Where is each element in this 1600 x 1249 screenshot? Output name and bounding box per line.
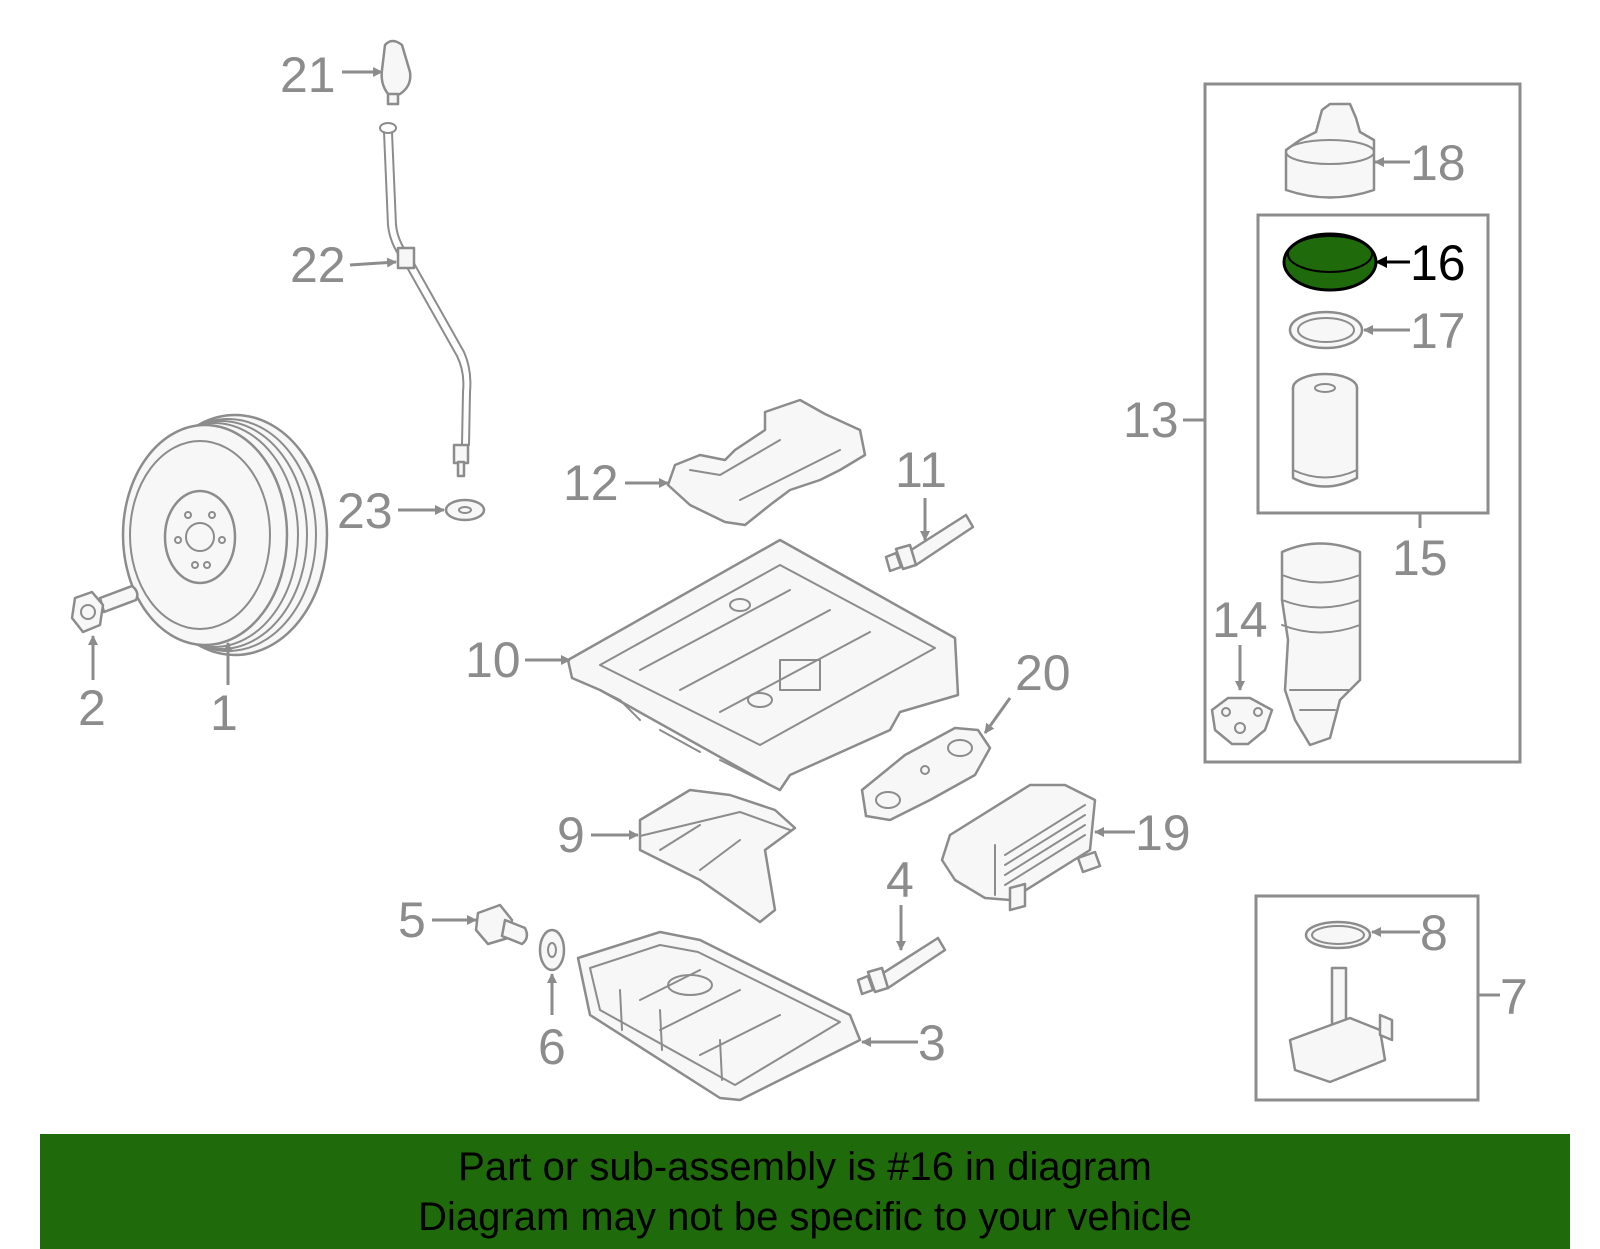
callout-19: 19: [1135, 805, 1191, 861]
callout-8: 8: [1420, 905, 1448, 961]
housing-gasket: [1210, 696, 1274, 746]
sensor-kit-box: [1254, 894, 1480, 1102]
callout-13: 13: [1123, 392, 1179, 448]
upper-oil-pan: [566, 538, 960, 792]
callout-6: 6: [538, 1019, 566, 1075]
callout-5: 5: [398, 892, 426, 948]
callout-arrows: [88, 67, 1500, 1047]
dipstick-tube: [379, 122, 472, 478]
filter-housing: [1280, 542, 1362, 747]
cooler-gasket: [860, 726, 992, 822]
drain-washer: [538, 928, 566, 972]
sealant-tube-upper: [884, 513, 975, 573]
callout-1: 1: [210, 685, 238, 741]
callout-23: 23: [337, 483, 393, 539]
drain-plug: [474, 903, 529, 946]
callout-22: 22: [290, 237, 346, 293]
oil-baffle: [638, 788, 797, 924]
callout-4: 4: [886, 852, 914, 908]
sealant-tube-lower: [856, 936, 947, 996]
filter-element: [1291, 372, 1359, 488]
oil-pan: [576, 930, 862, 1102]
callout-12: 12: [563, 455, 619, 511]
callout-16: 16: [1410, 235, 1466, 291]
callout-2: 2: [78, 680, 106, 736]
banner-line-1: Part or sub-assembly is #16 in diagram: [458, 1145, 1152, 1189]
sensor-o-ring: [1304, 920, 1372, 950]
oil-level-sensor: [1288, 966, 1394, 1084]
callout-11: 11: [895, 442, 947, 498]
callout-3: 3: [918, 1015, 946, 1071]
crankshaft-pulley: [121, 413, 329, 657]
upper-baffle: [666, 398, 867, 527]
banner-line-2: Diagram may not be specific to your vehi…: [418, 1195, 1192, 1239]
oil-cooler: [940, 783, 1102, 912]
callout-7: 7: [1500, 969, 1528, 1025]
info-banner: Part or sub-assembly is #16 in diagram D…: [40, 1134, 1570, 1249]
filter-cap: [1284, 102, 1376, 199]
callout-15: 15: [1392, 530, 1448, 586]
pulley-bolt: [70, 584, 139, 634]
dipstick-handle: [380, 39, 412, 106]
o-ring: [1288, 310, 1364, 350]
callout-labels: 1 2 3 4 5 6 7 8 9 10 11 12 13 14 15 16 1…: [78, 47, 1528, 1075]
callout-14: 14: [1212, 592, 1268, 648]
callout-17: 17: [1410, 303, 1466, 359]
callout-10: 10: [465, 632, 521, 688]
seal-washer: [444, 498, 486, 522]
callout-18: 18: [1410, 135, 1466, 191]
filter-kit-box: [1203, 82, 1522, 764]
highlighted-seal-part: [1282, 232, 1378, 292]
callout-9: 9: [557, 807, 585, 863]
filter-element-box: [1256, 213, 1490, 515]
callout-20: 20: [1015, 645, 1071, 701]
callout-21: 21: [280, 47, 336, 103]
